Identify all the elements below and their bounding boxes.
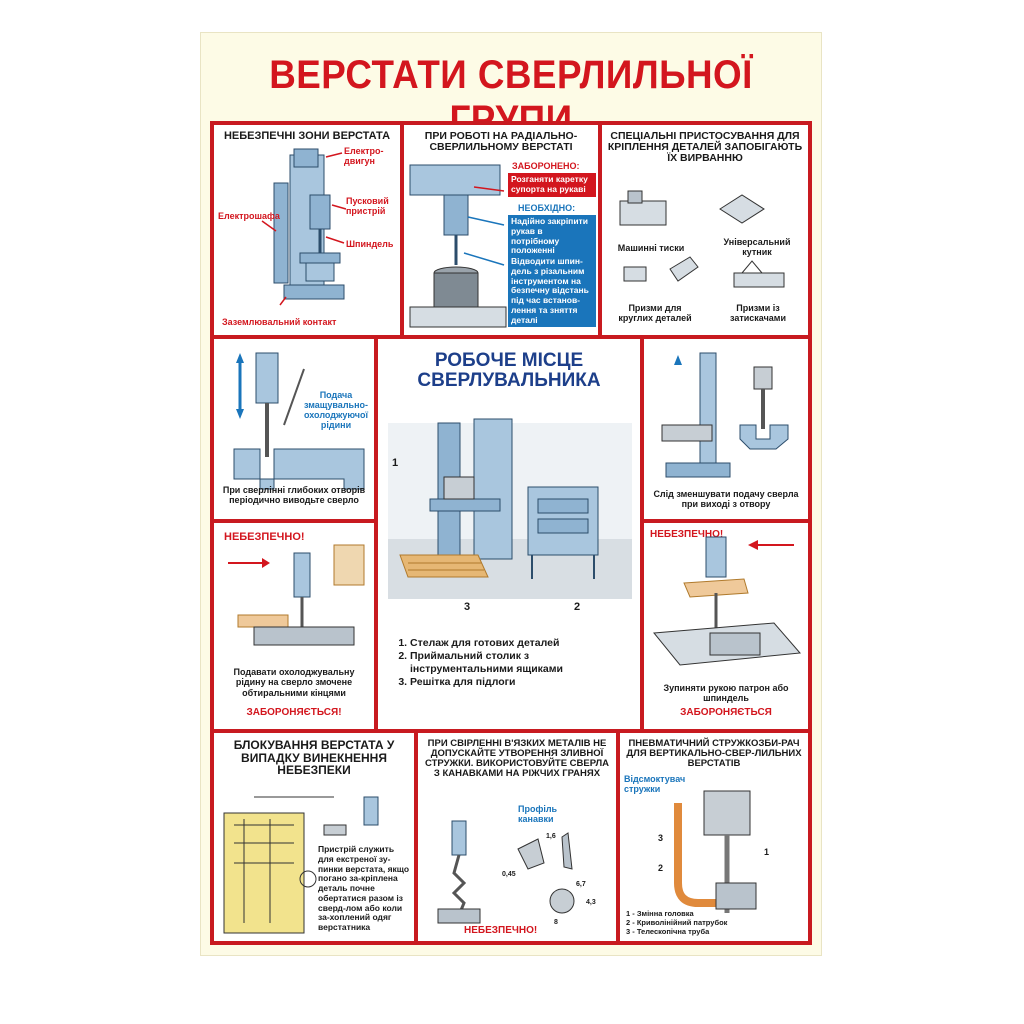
fixture-prisms-clamps: Призми із затискачами — [729, 303, 786, 324]
exit-feed-caption: Слід зменшувати подачу сверла при виході… — [653, 489, 799, 510]
stop-chuck-danger: НЕБЕЗПЕЧНО! — [650, 529, 724, 540]
label-starter: Пусковий пристрій — [346, 196, 389, 216]
dim-2: 0,45 — [502, 871, 516, 878]
label-spindle: Шпиндель — [346, 239, 394, 249]
panel-fixtures: СПЕЦІАЛЬНІ ПРИСТОСУВАННЯ ДЛЯ КРІПЛЕННЯ Д… — [602, 125, 808, 335]
fixture-angle: Універсальний кутник — [723, 237, 791, 258]
danger-zones-title: НЕБЕЗПЕЧНІ ЗОНИ ВЕРСТАТА — [223, 130, 391, 142]
dim-4: 8 — [554, 919, 558, 926]
panel-pneumatic: ПНЕВМАТИЧНИЙ СТРУЖКОЗБИ-РАЧ ДЛЯ ВЕРТИКАЛ… — [620, 733, 808, 941]
deep-hole-illustration — [233, 352, 365, 490]
radial-required-box-1: Надійно закріпити рукав в потрібному пол… — [508, 215, 596, 259]
coolant-hand-danger: НЕБЕЗПЕЧНО! — [224, 531, 305, 543]
deep-holes-caption: При сверлінні глибоких отворів періодичн… — [222, 485, 366, 506]
coolant-hand-illustration — [228, 544, 365, 646]
panel-blocking: БЛОКУВАННЯ ВЕРСТАТА У ВИПАДКУ ВИНЕКНЕННЯ… — [214, 733, 414, 941]
dim-5: 4,3 — [586, 899, 596, 906]
workplace-marker-3: 3 — [464, 601, 471, 613]
radial-required-head: НЕОБХІДНО: — [518, 203, 576, 213]
stop-chuck-forbidden: ЗАБОРОНЯЄТЬСЯ — [680, 707, 772, 718]
dim-3: 6,7 — [576, 881, 586, 888]
legend-item: 2 - Криволінійний патрубок — [626, 918, 728, 927]
poster: ВЕРСТАТИ СВЕРЛИЛЬНОЇ ГРУПИ НЕБЕЗПЕЧНІ ЗО… — [200, 32, 822, 956]
workplace-list-item: Приймальний столик з інструментальними я… — [410, 650, 630, 676]
panel-stop-chuck: НЕБЕЗПЕЧНО! Зупиняти рукою патрон або шп… — [644, 523, 808, 729]
blocking-schematic — [223, 796, 379, 934]
panel-deep-holes: Подача змащувально-охолоджуючої рідини П… — [214, 339, 374, 519]
legend-item: 3 - Телескопічна труба — [626, 927, 710, 936]
label-ground: Заземлювальний контакт — [222, 317, 337, 327]
dim-1: 1,6 — [546, 833, 556, 840]
panel-coolant-hand: НЕБЕЗПЕЧНО! Подавати охолоджувальну ріди… — [214, 523, 374, 729]
fixture-vise: Машинні тиски — [617, 243, 685, 253]
fixtures-title: СПЕЦІАЛЬНІ ПРИСТОСУВАННЯ ДЛЯ КРІПЛЕННЯ Д… — [607, 130, 803, 165]
blocking-title: БЛОКУВАННЯ ВЕРСТАТА У ВИПАДКУ ВИНЕКНЕННЯ… — [233, 738, 395, 778]
workplace-list: Стелаж для готових деталей Приймальний с… — [394, 637, 630, 690]
label-cabinet: Електрошафа — [218, 211, 280, 221]
panel-danger-zones: НЕБЕЗПЕЧНІ ЗОНИ ВЕРСТАТА Електро-двигун … — [214, 125, 400, 335]
suction-label: Відсмоктувач стружки — [624, 774, 686, 794]
blocking-text: Пристрій служить для екстреної зу-пинки … — [318, 844, 410, 933]
groove-profile-label: Профіль канавки — [518, 804, 558, 824]
pneumatic-marker-3: 3 — [658, 833, 664, 843]
panel-viscous: ПРИ СВІРЛЕННІ В'ЯЗКИХ МЕТАЛІВ НЕ ДОПУСКА… — [418, 733, 616, 941]
radial-required-box-2: Відводити шпин-дель з різальним інструме… — [508, 255, 596, 328]
workplace-list-item: Стелаж для готових деталей — [410, 637, 630, 650]
drill-press-illustration — [261, 148, 347, 306]
radial-title: ПРИ РОБОТІ НА РАДІАЛЬНО-СВЕРЛИЛЬНОМУ ВЕР… — [424, 130, 578, 154]
workplace-list-item: Решітка для підлоги — [410, 676, 630, 689]
radial-drill-illustration — [409, 164, 507, 328]
exit-feed-illustration — [661, 352, 789, 478]
label-motor: Електро-двигун — [344, 146, 384, 166]
workplace-illustration — [388, 418, 632, 599]
viscous-danger: НЕБЕЗПЕЧНО! — [464, 925, 538, 936]
workplace-title: РОБОЧЕ МІСЦЕ СВЕРЛУВАЛЬНИКА — [417, 350, 601, 391]
radial-forbidden-head: ЗАБОРОНЕНО: — [512, 161, 580, 171]
poster-title: ВЕРСТАТИ СВЕРЛИЛЬНОЇ ГРУПИ — [269, 53, 753, 142]
legend-item: 1 - Змінна головка — [626, 909, 694, 918]
panel-workplace: РОБОЧЕ МІСЦЕ СВЕРЛУВАЛЬНИКА 1 2 3 — [378, 339, 640, 729]
radial-forbidden-box: Розганяти каретку супорта на рукаві — [508, 173, 596, 197]
pneumatic-marker-1: 1 — [764, 847, 770, 857]
pneumatic-illustration — [674, 790, 757, 913]
panel-radial: ПРИ РОБОТІ НА РАДІАЛЬНО-СВЕРЛИЛЬНОМУ ВЕР… — [404, 125, 598, 335]
workplace-marker-2: 2 — [574, 601, 581, 613]
stop-chuck-caption: Зупиняти рукою патрон або шпиндель — [663, 683, 789, 704]
stop-chuck-illustration — [653, 536, 802, 666]
workplace-marker-1: 1 — [392, 457, 399, 469]
pneumatic-title: ПНЕВМАТИЧНИЙ СТРУЖКОЗБИ-РАЧ ДЛЯ ВЕРТИКАЛ… — [626, 738, 802, 769]
coolant-hand-caption: Подавати охолоджувальну рідину на сверло… — [233, 667, 355, 698]
coolant-label: Подача змащувально-охолоджуючої рідини — [303, 390, 368, 430]
viscous-title: ПРИ СВІРЛЕННІ В'ЯЗКИХ МЕТАЛІВ НЕ ДОПУСКА… — [425, 738, 609, 779]
panel-exit-feed: Слід зменшувати подачу сверла при виході… — [644, 339, 808, 519]
pneumatic-marker-2: 2 — [658, 863, 664, 873]
coolant-hand-forbidden: ЗАБОРОНЯЄТЬСЯ! — [246, 707, 342, 718]
fixture-prisms-round: Призми для круглих деталей — [618, 303, 692, 324]
viscous-illustration — [437, 820, 575, 924]
fixtures-illustration — [619, 190, 785, 288]
panel-grid: НЕБЕЗПЕЧНІ ЗОНИ ВЕРСТАТА Електро-двигун … — [210, 121, 812, 945]
pneumatic-legend: 1 - Змінна головка 2 - Криволінійний пат… — [626, 909, 804, 936]
